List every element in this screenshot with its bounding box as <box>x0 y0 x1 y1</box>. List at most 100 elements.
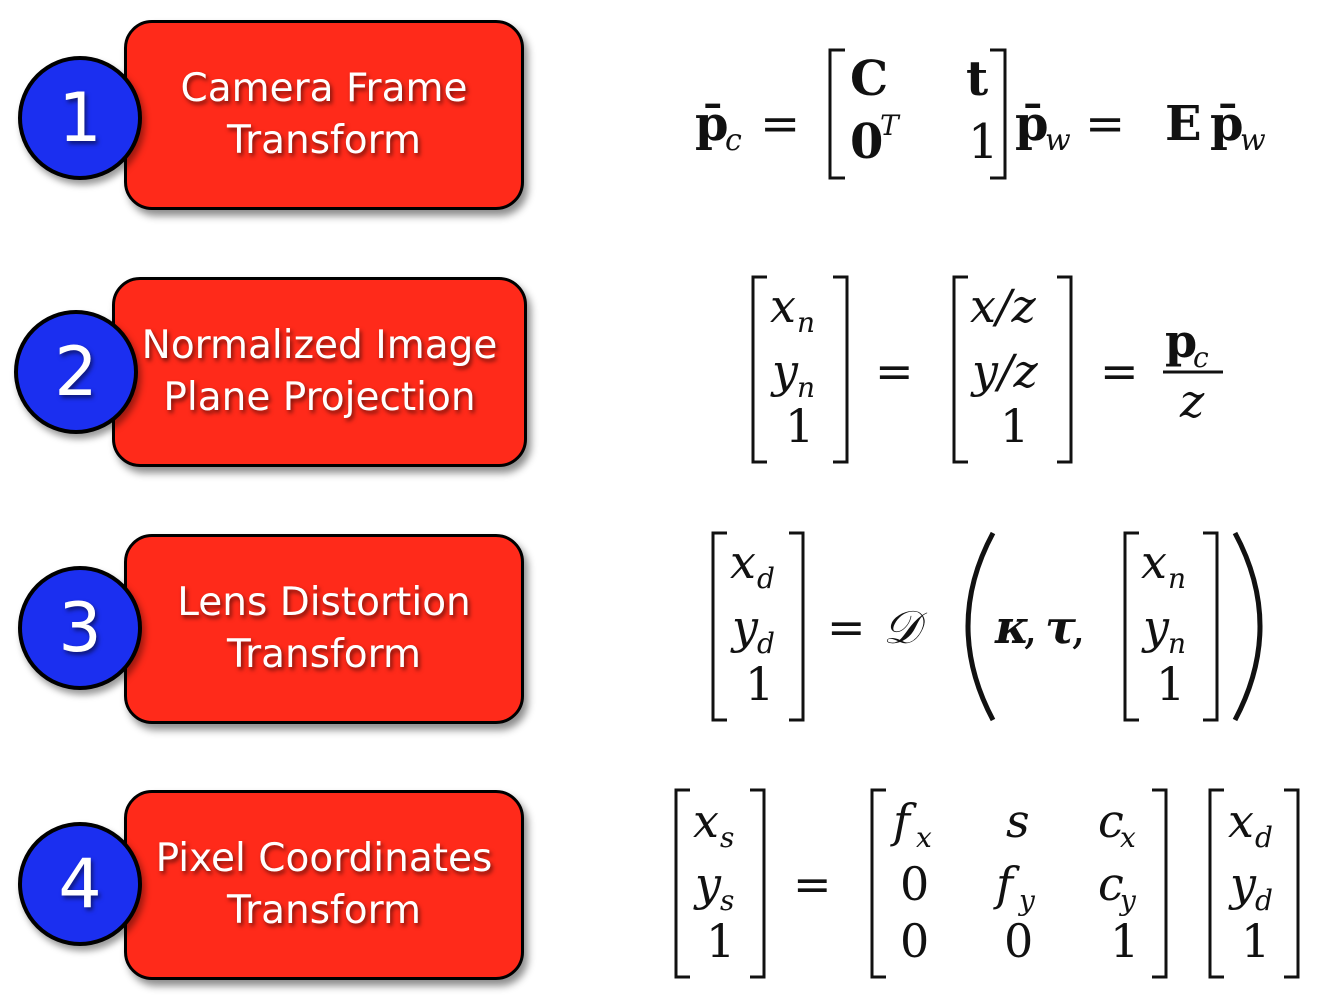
eq2-v2-bracket-right <box>1057 275 1073 464</box>
step-2-box: Normalized Image Plane Projection <box>112 277 527 467</box>
eq4-K-02: c <box>1098 794 1124 848</box>
eq4-K-21: 0 <box>1004 914 1033 968</box>
eq2-frac-den: z <box>1179 374 1205 428</box>
step-4-number-badge: 4 <box>18 822 142 946</box>
eq4-K-00: f <box>890 794 917 848</box>
eq4-K-bracket-left <box>870 788 886 979</box>
eq3-D: 𝒟 <box>883 600 928 654</box>
eq4-equals: = <box>793 857 832 911</box>
eq4-K-11-sub: y <box>1017 884 1036 917</box>
eq2-v1-1-sub: n <box>797 371 815 404</box>
step-3-title-line2: Transform <box>227 632 421 677</box>
eq4-v2-bracket-left <box>1208 788 1224 979</box>
eq2-equals-1: = <box>875 344 914 398</box>
eq3-kappa: κ <box>994 600 1029 654</box>
step-3-number-badge: 3 <box>18 566 142 690</box>
equation-1: p̄ c = C t 0 T 1 p̄ w = E p̄ w <box>695 48 1266 180</box>
eq3-v2-1: y <box>1141 600 1170 654</box>
equation-4: x s y s 1 = f x s c x 0 f y c y 0 0 1 x … <box>674 788 1300 979</box>
eq4-v1-2: 1 <box>706 914 735 968</box>
eq3-v2-1-sub: n <box>1168 627 1186 660</box>
step-2-title-line2: Plane Projection <box>163 375 476 420</box>
eq3-v2-0: x <box>1141 535 1167 589</box>
step-1-box: Camera Frame Transform <box>124 20 524 210</box>
eq1-lhs-sub: c <box>725 123 742 158</box>
eq2-equals-2: = <box>1100 344 1139 398</box>
eq4-v1-bracket-right <box>750 788 766 979</box>
eq3-v2-2: 1 <box>1156 657 1185 711</box>
equation-2: x n y n 1 = x/z y/z 1 = p c z <box>751 275 1223 464</box>
step-4-title-line1: Pixel Coordinates <box>155 836 493 881</box>
step-1-number-badge: 1 <box>18 56 142 180</box>
eq4-K-bracket-right <box>1152 788 1168 979</box>
eq3-v1-1-sub: d <box>757 627 775 660</box>
eq1-m11: C <box>850 51 888 107</box>
eq3-tau: τ <box>1045 600 1076 654</box>
eq3-v2-0-sub: n <box>1168 562 1186 595</box>
step-4-box: Pixel Coordinates Transform <box>124 790 524 980</box>
eq2-frac-num-sub: c <box>1193 341 1209 374</box>
eq4-K-10: 0 <box>900 857 929 911</box>
eq2-v1-bracket-left <box>751 275 767 464</box>
eq1-E: E <box>1165 96 1202 152</box>
eq2-v1-0-sub: n <box>797 306 815 339</box>
eq3-comma-1: , <box>1023 600 1038 654</box>
step-4-title-line2: Transform <box>227 888 421 933</box>
eq4-v2-1: y <box>1228 857 1257 911</box>
eq4-v2-1-sub: d <box>1255 884 1273 917</box>
eq2-v1-0: x <box>770 279 796 333</box>
eq4-K-11: f <box>993 857 1020 911</box>
eq1-m21-sup: T <box>880 109 901 142</box>
eq4-K-22: 1 <box>1110 914 1139 968</box>
eq4-v2-2: 1 <box>1241 914 1270 968</box>
eq3-paren-left <box>965 531 996 722</box>
eq4-v2-bracket-right <box>1284 788 1300 979</box>
eq3-v1-2: 1 <box>745 657 774 711</box>
eq1-m22: 1 <box>968 114 999 170</box>
eq1-rhs-sub: w <box>1045 123 1071 158</box>
eq3-v2-bracket-right <box>1203 531 1219 722</box>
eq2-v2-2: 1 <box>1000 399 1029 453</box>
eq3-v1-1: y <box>730 600 759 654</box>
eq3-equals: = <box>827 600 866 654</box>
eq1-rhs2-p: p̄ <box>1210 96 1244 152</box>
step-2-number-badge: 2 <box>14 310 138 434</box>
eq2-v1-1: y <box>770 344 799 398</box>
eq4-K-20: 0 <box>900 914 929 968</box>
eq3-v2-bracket-left <box>1123 531 1139 722</box>
eq4-v1-1: y <box>693 857 722 911</box>
eq1-lhs-p: p̄ <box>695 96 729 152</box>
eq1-rhs-p: p̄ <box>1015 96 1049 152</box>
equation-3: x d y d 1 = 𝒟 κ , τ , x n y n 1 <box>711 531 1263 722</box>
eq1-equals-2: = <box>1085 96 1125 152</box>
eq2-v2-1: y/z <box>970 344 1038 398</box>
eq4-K-01: s <box>1006 794 1030 848</box>
eq1-bracket-right <box>990 48 1007 180</box>
step-1-title-line2: Transform <box>227 118 421 163</box>
eq4-K-12-sub: y <box>1118 884 1137 917</box>
eq1-bracket-left <box>828 48 845 180</box>
step-3-title-line1: Lens Distortion <box>177 580 471 625</box>
eq1-m12: t <box>966 51 988 107</box>
eq4-v2-0-sub: d <box>1255 821 1273 854</box>
eq3-paren-right <box>1232 531 1263 722</box>
eq3-v1-bracket-right <box>789 531 805 722</box>
eq4-v1-0-sub: s <box>720 821 734 854</box>
eq4-v1-0: x <box>693 794 719 848</box>
eq4-v1-bracket-left <box>674 788 690 979</box>
eq4-K-02-sub: x <box>1120 821 1136 854</box>
step-2-title-line1: Normalized Image <box>141 323 498 368</box>
eq4-v2-0: x <box>1228 794 1254 848</box>
eq2-v2-0: x/z <box>970 279 1036 333</box>
eq3-comma-2: , <box>1071 600 1086 654</box>
eq2-v2-bracket-left <box>952 275 968 464</box>
eq3-v1-0-sub: d <box>757 562 775 595</box>
eq2-v1-2: 1 <box>785 399 814 453</box>
eq1-equals-1: = <box>760 96 800 152</box>
eq1-m21: 0 <box>850 114 883 170</box>
eq1-rhs2-sub: w <box>1240 123 1266 158</box>
eq4-K-00-sub: x <box>916 821 932 854</box>
eq4-v1-1-sub: s <box>720 884 734 917</box>
eq4-K-12: c <box>1098 857 1124 911</box>
eq2-v1-bracket-right <box>833 275 849 464</box>
